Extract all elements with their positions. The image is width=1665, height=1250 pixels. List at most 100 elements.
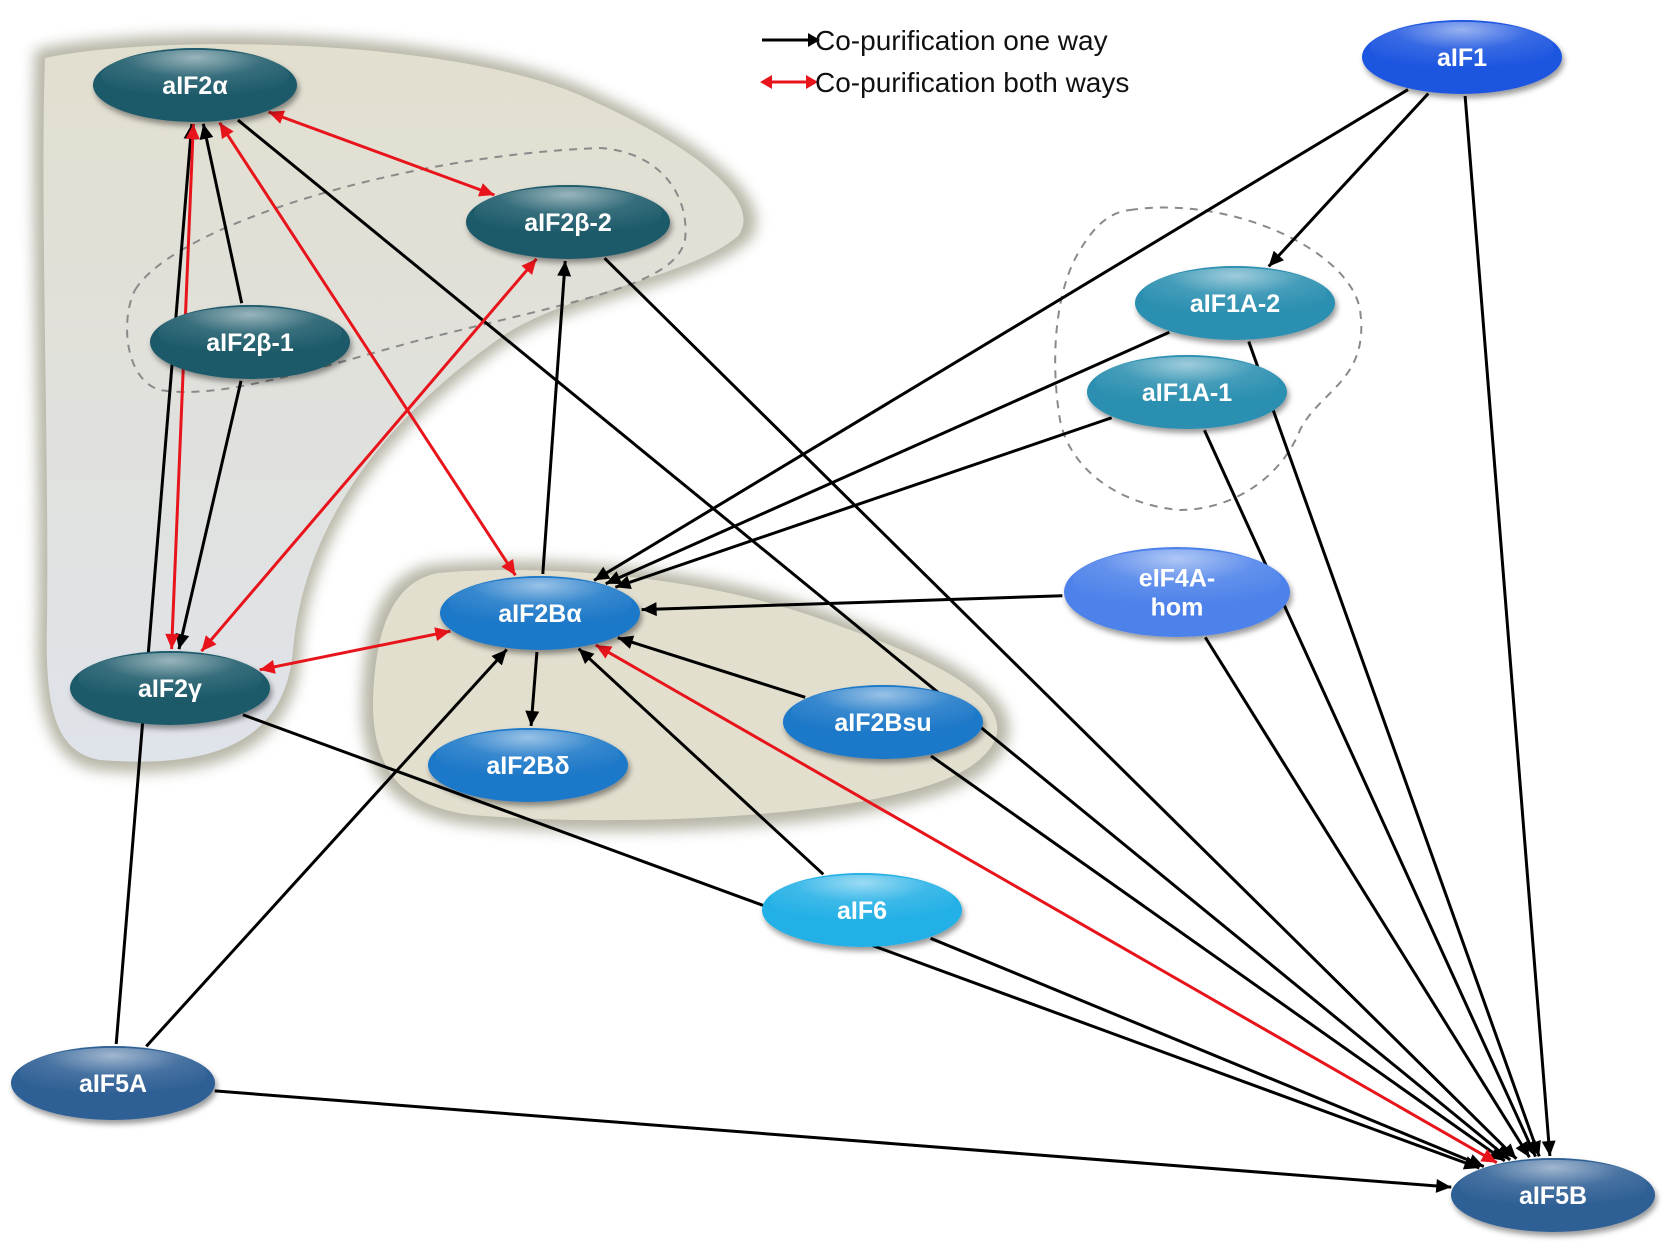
edge-aif1-to-aif1a2 <box>1267 92 1430 268</box>
node-aif2g: aIF2γ <box>70 651 270 725</box>
node-gloss <box>791 686 975 739</box>
edge-line <box>577 647 825 876</box>
node-label: aIF2Bα <box>498 600 582 628</box>
edges <box>114 88 1556 1193</box>
node-label: aIF2γ <box>138 675 202 703</box>
edge-line <box>614 416 1113 589</box>
node-gloss <box>1073 549 1281 613</box>
node-label: hom <box>1151 594 1204 622</box>
node-gloss <box>448 577 632 630</box>
edge-aif2ba-to-aif2bd <box>525 651 540 727</box>
edge-line <box>214 1089 1452 1189</box>
node-label: aIF5A <box>79 1070 147 1098</box>
node-gloss <box>1459 1159 1647 1212</box>
edge-line <box>201 123 244 304</box>
node-aif2b1: aIF2β-1 <box>150 305 350 379</box>
node-eif4a: eIF4A-hom <box>1064 547 1290 637</box>
node-label: aIF2β-2 <box>524 209 612 237</box>
edge-eif4a-to-aif2ba <box>641 594 1063 617</box>
edge-line <box>145 648 508 1048</box>
node-gloss <box>436 729 620 782</box>
edge-line <box>177 380 243 650</box>
edge-aif1-to-aif2ba <box>593 88 1409 582</box>
node-label: aIF1A-1 <box>1142 379 1232 407</box>
edge-line <box>595 643 1498 1165</box>
node-label: eIF4A- <box>1139 565 1215 593</box>
edge-arrowhead-reverse <box>268 110 286 124</box>
edge-arrowhead <box>1541 1140 1556 1157</box>
edge-arrowhead <box>199 123 214 140</box>
edge-aif1a2-to-aif2ba <box>605 330 1170 586</box>
edge-arrowhead <box>477 183 495 197</box>
edge-arrowhead <box>1522 1140 1536 1157</box>
edge-line <box>268 110 495 197</box>
edge-aif6-to-aif2ba <box>577 647 825 876</box>
edge-aif2a-to-aif2g <box>165 123 200 650</box>
edge-arrowhead <box>578 648 595 665</box>
edge-line <box>617 636 806 699</box>
edge-line <box>930 936 1485 1168</box>
edge-arrowhead-reverse <box>219 122 234 140</box>
edge-arrowhead-reverse <box>185 123 200 140</box>
node-gloss <box>158 306 342 359</box>
edge-aif2a-to-aif2b2 <box>268 110 495 197</box>
edge-arrowhead <box>1268 250 1284 267</box>
edge-aif1a1-to-aif2ba <box>614 416 1113 590</box>
node-gloss <box>770 874 954 927</box>
legend-both-ways: Co-purification both ways <box>760 67 1129 98</box>
node-label: aIF1A-2 <box>1190 290 1280 318</box>
node-gloss <box>474 186 662 239</box>
edge-line <box>930 754 1506 1163</box>
node-aif5a: aIF5A <box>11 1046 215 1120</box>
legend-both-ways-arrowhead-left <box>760 75 772 89</box>
edge-aif2b2-to-aif5b <box>603 257 1518 1160</box>
edge-arrowhead <box>175 632 190 650</box>
node-aif2a: aIF2α <box>93 48 297 122</box>
node-aif2ba: aIF2Bα <box>440 576 640 650</box>
edge-line <box>259 629 451 672</box>
edge-arrowhead <box>165 633 180 650</box>
node-gloss <box>101 49 289 102</box>
nodes: aIF2α aIF2β-2 aIF2β-1 aIF2γ aIF2Bα aIF2Bδ aIF2… <box>11 20 1655 1232</box>
edge-line <box>200 257 538 653</box>
node-aif2bd: aIF2Bδ <box>428 728 628 802</box>
edge-line <box>593 88 1409 582</box>
edge-aif2ba-to-aif2b2 <box>541 260 572 575</box>
node-label: aIF2α <box>162 72 228 100</box>
edge-aif2ba-to-aif5b <box>595 643 1498 1165</box>
edge-aif5a-to-aif2ba <box>145 648 508 1048</box>
edge-arrowhead <box>605 571 623 584</box>
node-label: aIF2Bsu <box>834 709 931 737</box>
edge-line <box>1203 429 1537 1158</box>
edge-arrowhead <box>615 575 632 590</box>
legend-one-way-label: Co-purification one way <box>815 25 1108 56</box>
node-label: aIF6 <box>837 897 887 925</box>
edge-arrowhead <box>594 566 611 581</box>
node-aif6: aIF6 <box>762 873 962 947</box>
edge-aif2b2-to-aif2g <box>200 257 538 653</box>
edge-line <box>541 260 567 575</box>
edge-aif2g-to-aif2ba <box>259 627 451 674</box>
edge-aif2b1-to-aif2a <box>199 123 244 304</box>
edge-aif2a-to-aif2ba <box>218 121 517 577</box>
edge-line <box>641 594 1063 612</box>
node-label: aIF2Bδ <box>486 752 569 780</box>
legend: Co-purification one way Co-purification … <box>760 25 1129 98</box>
edge-arrowhead <box>617 635 635 649</box>
edge-line <box>1267 92 1430 268</box>
edge-eif4a-to-aif5b <box>1204 636 1531 1159</box>
node-gloss <box>1143 267 1327 320</box>
legend-both-ways-arrowhead-right <box>806 75 818 89</box>
node-aif1a2: aIF1A-2 <box>1135 266 1335 340</box>
edge-arrowhead <box>1467 1154 1484 1168</box>
edge-line <box>605 330 1170 586</box>
node-label: aIF5B <box>1519 1182 1587 1210</box>
edge-line <box>1204 636 1531 1159</box>
legend-both-ways-label: Co-purification both ways <box>815 67 1129 98</box>
edge-arrowhead <box>1500 1143 1517 1159</box>
edge-arrowhead <box>491 649 507 666</box>
edge-arrowhead-reverse <box>521 258 537 275</box>
edge-arrowhead <box>501 558 516 576</box>
edge-line <box>603 257 1518 1160</box>
